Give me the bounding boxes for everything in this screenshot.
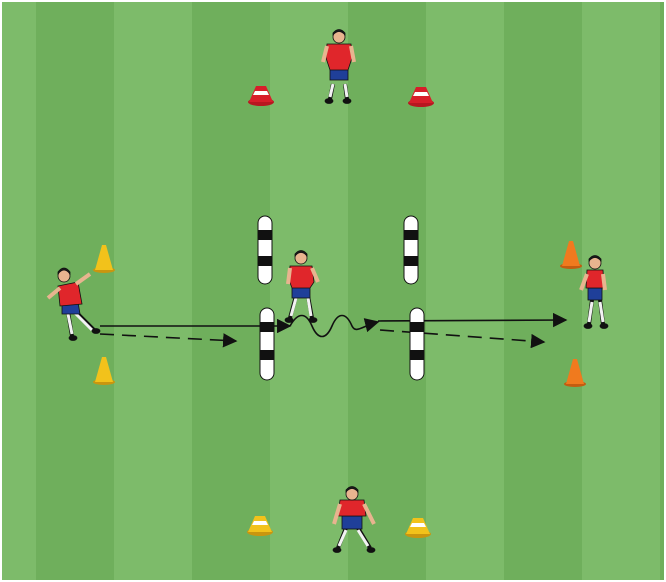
pole-icon	[258, 216, 272, 284]
pitch-stripe	[0, 0, 36, 582]
pitch-stripe	[348, 0, 426, 582]
pitch-stripe	[426, 0, 504, 582]
pole-icon	[404, 216, 418, 284]
pitch-stripe	[504, 0, 582, 582]
pole-icon	[260, 308, 274, 380]
pole-icon	[410, 308, 424, 380]
pitch-stripe	[114, 0, 192, 582]
pass-line-right	[378, 320, 566, 321]
